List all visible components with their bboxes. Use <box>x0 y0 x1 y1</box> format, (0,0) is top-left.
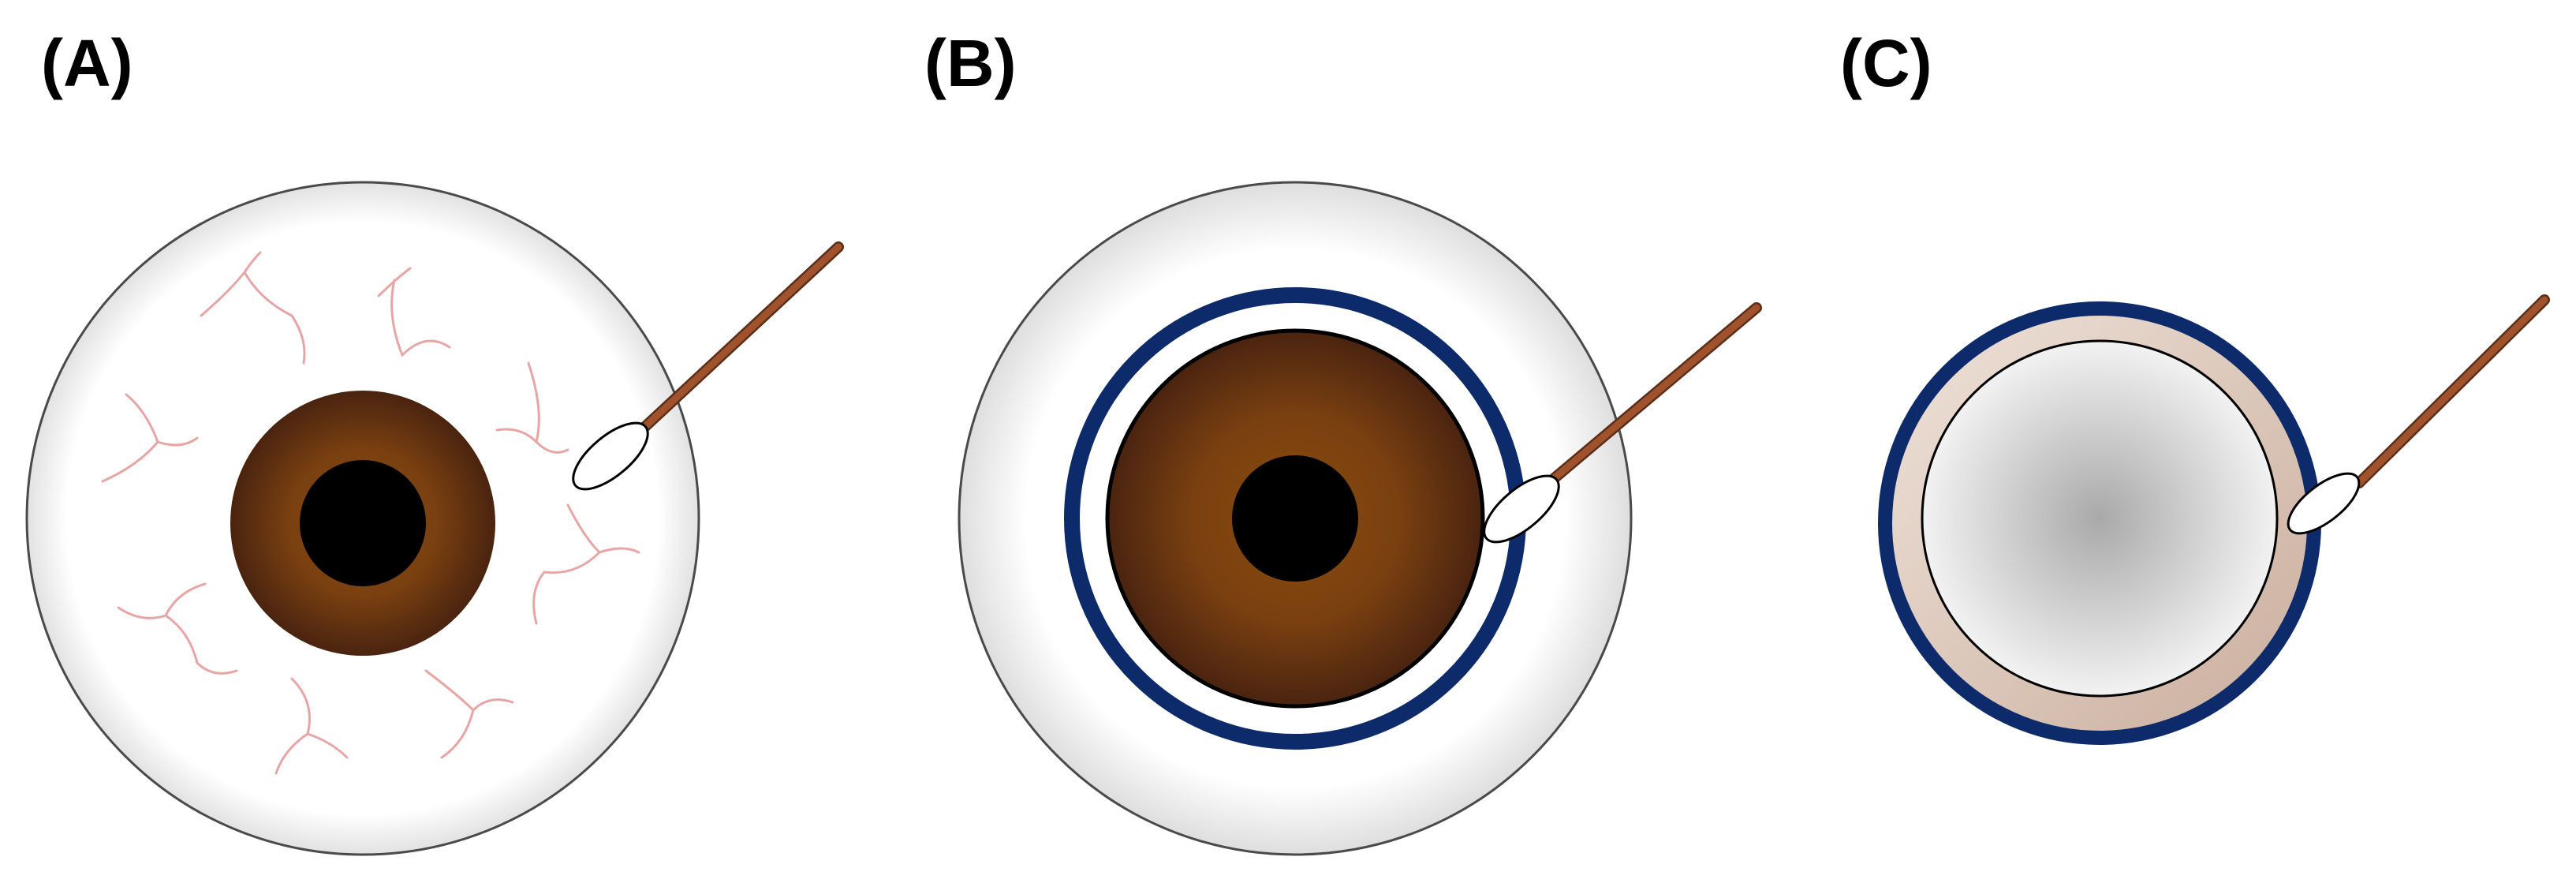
cotton-swab-icon <box>1483 302 1762 544</box>
panel-label-a: (A) <box>41 26 133 100</box>
vein-8 <box>424 669 514 759</box>
contact-lens-icon <box>1878 301 2321 745</box>
vein-6 <box>117 582 238 675</box>
panel-b-eye-with-lens <box>958 181 1762 856</box>
cotton-swab-icon <box>2287 294 2550 535</box>
vein-4 <box>101 393 199 483</box>
swab-tip-b <box>1483 474 1560 544</box>
swab-tip-c <box>2287 472 2361 535</box>
blood-vessels <box>101 251 640 775</box>
panel-label-c: (C) <box>1840 26 1932 100</box>
cotton-swab-icon <box>572 241 844 491</box>
swab-stick-c <box>2355 296 2548 487</box>
panel-c-contact-lens <box>1878 294 2550 745</box>
swab-stick-a <box>635 243 842 436</box>
pupil-b <box>1232 455 1358 582</box>
lens-center-c <box>1921 339 2279 698</box>
vein-3 <box>495 361 569 454</box>
panel-a-red-eye <box>25 181 844 856</box>
pupil-a <box>300 460 426 586</box>
swab-tip-a <box>572 421 649 491</box>
panel-label-b: (B) <box>924 26 1017 100</box>
vein-7 <box>274 677 349 775</box>
swab-stick-b <box>1542 304 1760 489</box>
vein-1 <box>200 251 306 365</box>
vein-2 <box>377 267 451 357</box>
vein-5 <box>532 503 640 625</box>
